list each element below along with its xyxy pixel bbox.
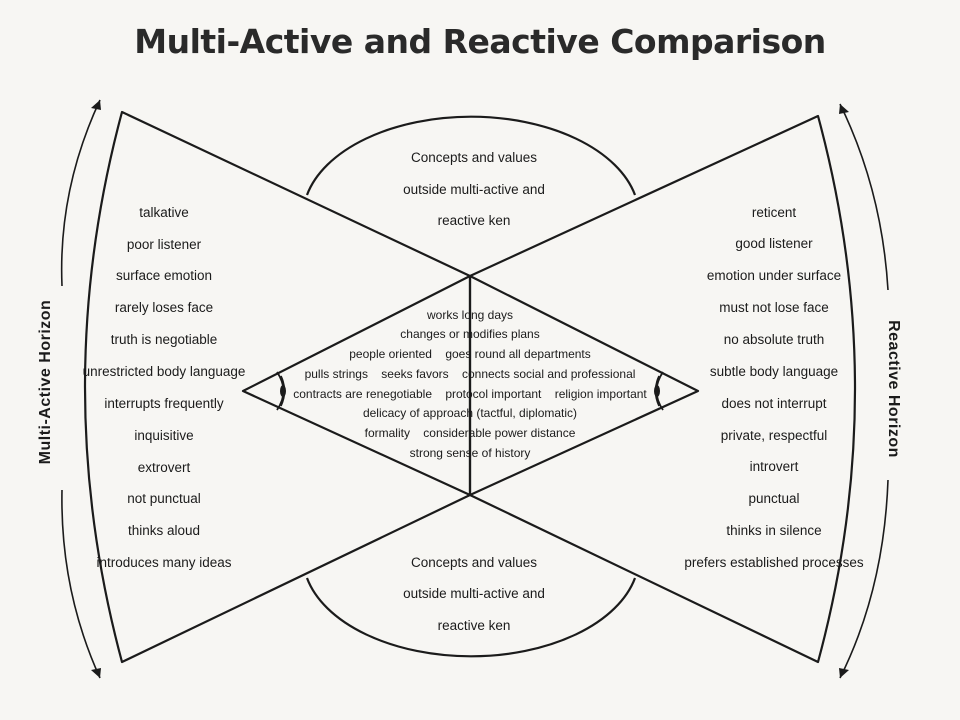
reactive-wedge [468, 114, 857, 664]
multi-active-trait: talkative [139, 205, 189, 220]
reactive-trait: emotion under surface [706, 268, 842, 283]
bottom-concepts-line: reactive ken [437, 618, 511, 633]
shared-trait: changes or modifies plans [400, 327, 540, 341]
bottom-concepts-line: outside multi-active and [403, 586, 545, 601]
multi-active-trait: truth is negotiable [110, 332, 218, 347]
left-horizon-arrow-upper [60, 99, 101, 287]
shared-trait: delicacy of approach (tactful, diplomati… [362, 406, 578, 420]
reactive-trait: does not interrupt [721, 396, 827, 411]
right-horizon-arrow-upper [839, 103, 889, 291]
shared-trait: pulls strings seeks favors connects soci… [304, 367, 636, 381]
multi-active-trait: introduces many ideas [96, 555, 232, 570]
overlap-diamond [241, 274, 700, 497]
reactive-trait: must not lose face [719, 300, 829, 315]
shared-trait: formality considerable power distance [364, 426, 576, 440]
top-concepts-line: Concepts and values [410, 150, 538, 165]
multi-active-trait: not punctual [127, 491, 201, 506]
shared-trait: contracts are renegotiable protocol impo… [293, 387, 647, 401]
multi-active-wedge [83, 110, 472, 664]
reactive-trait: private, respectful [720, 428, 828, 443]
multi-active-trait: surface emotion [115, 268, 213, 283]
multi-active-trait: poor listener [126, 237, 202, 252]
arrowhead-icon [91, 100, 101, 110]
shared-trait: people oriented goes round all departmen… [349, 347, 591, 361]
multi-active-trait: unrestricted body language [82, 364, 246, 379]
reactive-trait: punctual [748, 491, 800, 506]
reactive-trait: subtle body language [709, 364, 839, 379]
reactive-trait: prefers established processes [684, 555, 864, 570]
multi-active-trait: interrupts frequently [104, 396, 224, 411]
multi-active-trait: inquisitive [134, 428, 194, 443]
top-concepts-line: outside multi-active and [403, 182, 545, 197]
multi-active-trait: rarely loses face [114, 300, 214, 315]
arrowhead-icon [839, 668, 849, 678]
diagram-title: Multi-Active and Reactive Comparison [134, 22, 826, 61]
reactive-trait: introvert [749, 459, 799, 474]
top-concepts-line: reactive ken [437, 213, 511, 228]
left-horizon-arrow-lower [61, 489, 101, 679]
multi-active-trait: thinks aloud [127, 523, 201, 538]
arrowhead-icon [91, 668, 101, 678]
arrowhead-icon [839, 104, 849, 114]
bottom-concepts-line: Concepts and values [410, 555, 538, 570]
reactive-trait: reticent [751, 205, 797, 220]
multi-active-horizon-label: Multi-Active Horizon [37, 299, 54, 465]
multi-active-trait: extrovert [137, 460, 191, 475]
shared-trait: strong sense of history [409, 446, 531, 460]
bottom-concept-arc [305, 577, 637, 658]
reactive-horizon-label: Reactive Horizon [885, 320, 902, 458]
reactive-trait: thinks in silence [726, 523, 822, 538]
reactive-trait: no absolute truth [723, 332, 825, 347]
shared-trait: works long days [426, 308, 514, 322]
top-concept-arc [305, 115, 637, 196]
reactive-trait: good listener [735, 236, 813, 251]
right-horizon-arrow-lower [839, 479, 889, 679]
